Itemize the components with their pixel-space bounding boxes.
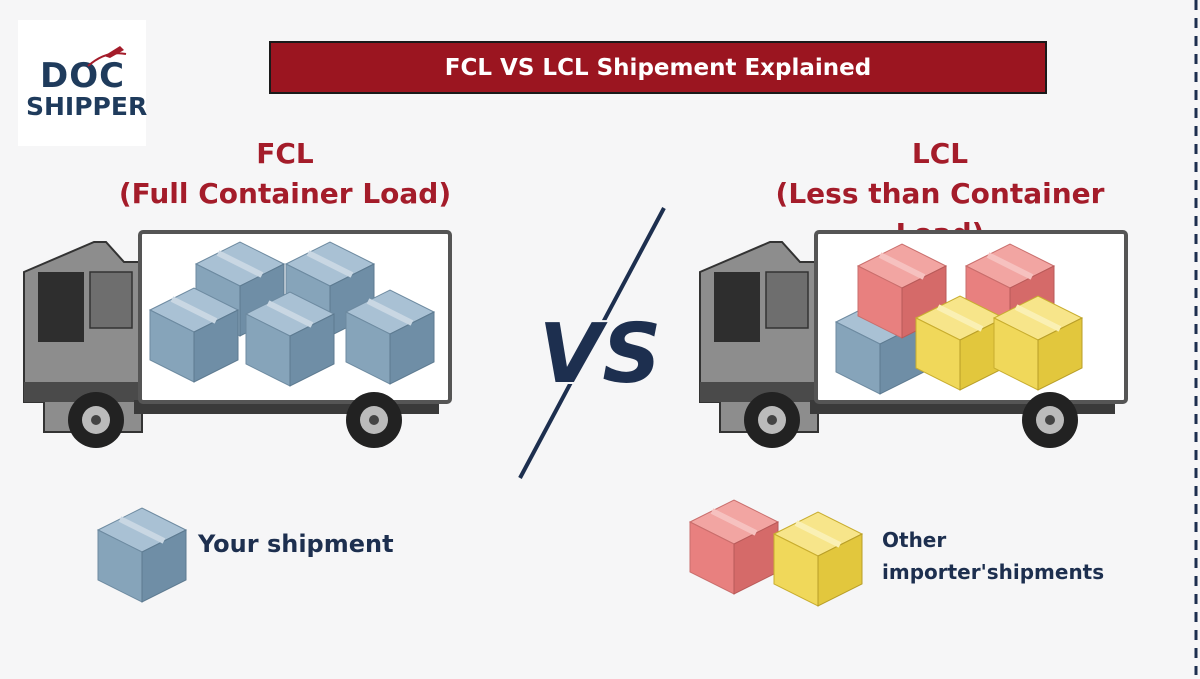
legend-others-line1: Other	[882, 528, 947, 552]
logo-text-doc: DOC	[40, 56, 126, 96]
fcl-full-name: (Full Container Load)	[118, 177, 452, 210]
legend-own-label: Your shipment	[198, 530, 394, 558]
fcl-abbr: FCL	[256, 137, 314, 170]
page-title: FCL VS LCL Shipement Explained	[269, 41, 1047, 94]
fcl-heading: FCL (Full Container Load)	[110, 134, 460, 214]
legend-others-line2: importer'shipments	[882, 560, 1105, 584]
vs-label: VS	[539, 307, 662, 402]
plane-icon	[87, 46, 127, 67]
doc-shipper-logo: DOC SHIPPER	[18, 20, 148, 146]
vs-divider-line	[518, 207, 666, 479]
legend-other-box-red	[690, 500, 778, 594]
legend-other-box-yellow	[774, 512, 862, 606]
legend-own-box	[98, 508, 186, 602]
logo-text-shipper: SHIPPER	[26, 92, 148, 121]
lcl-abbr: LCL	[911, 137, 969, 170]
legend-others-label: Other importer'shipments	[882, 524, 1104, 588]
right-edge-border	[1192, 0, 1200, 675]
